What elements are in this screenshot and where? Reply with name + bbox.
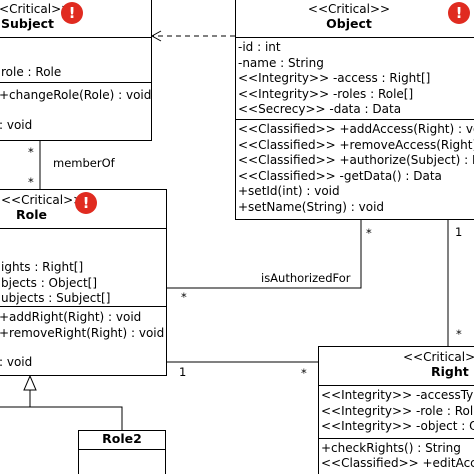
class-object-op-3: <<Classified>> -getData() : Data [238,168,442,183]
generalization-arrowhead [23,374,37,391]
object-right-mult-object: 1 [455,225,463,239]
class-role2-header: Role2 [79,431,165,450]
role-right-mult-role: 1 [179,365,187,379]
class-role[interactable]: <<Critical>> Role ! ights : Right[] bjec… [0,189,167,376]
class-subject-name: Subject [1,16,54,31]
critical-warning-icon: ! [75,192,97,214]
class-object-op-1: <<Classified>> +removeAccess(Right) : [238,137,474,152]
isauthorizedfor-mult-object: * [366,226,372,240]
class-object-attr-1: -name : String [238,55,324,70]
memberof-mult-bottom: * [28,175,34,189]
class-right-operations: +checkRights() : String <<Classified>> +… [319,439,474,474]
class-role2-name: Role2 [102,431,142,446]
memberof-label: memberOf [53,156,115,170]
class-object-operations: <<Classified>> +addAccess(Right) : vo <<… [236,120,474,218]
isauthorizedfor-label: isAuthorizedFor [261,271,351,285]
class-right-attr-0: <<Integrity>> -accessTy [321,388,474,402]
class-role-operations: +addRight(Right) : void +removeRight(Rig… [0,307,166,374]
class-role-attr-2: ubjects : Subject[] [1,291,111,305]
class-object-op-4: +setId(int) : void [238,184,340,198]
class-object-attributes: -id : int -name : String <<Integrity>> -… [236,38,474,120]
class-object-attr-2: <<Integrity>> -access : Right[] [238,71,431,85]
class-object-op-5: +setName(String) : void [238,199,385,214]
dependency-arrowhead [150,30,162,42]
class-right-attr-2: <<Integrity>> -object : Ob [321,419,474,433]
class-role-name: Role [16,207,47,222]
class-subject-operations: +changeRole(Role) : void : void [0,83,151,136]
class-object-attr-3: <<Integrity>> -roles : Role[] [238,86,414,101]
class-subject-attributes: role : Role [0,38,151,83]
class-role-op-1: +removeRight(Right) : void [0,325,165,340]
class-object-name: Object [326,16,372,31]
class-right-attributes: <<Integrity>> -accessTy <<Integrity>> -r… [319,386,474,439]
generalization-line [29,390,123,430]
critical-warning-icon: ! [448,2,470,24]
class-role-header: <<Critical>> Role ! [0,190,166,229]
class-role-stereotype: <<Critical>> [1,193,84,207]
class-object-attr-4: <<Secrecy>> -data : Data [238,102,402,116]
role-right-mult-right: * [301,366,307,380]
class-subject-attr-0: role : Role [1,65,62,79]
class-role-attributes: ights : Right[] bjects : Object[] ubject… [0,229,166,307]
class-subject-op-0: +changeRole(Role) : void [0,88,152,102]
object-right-mult-right: * [456,327,462,341]
isauthorizedfor-mult-role: * [181,290,187,304]
class-object[interactable]: <<Critical>> Object ! -id : int -name : … [235,0,474,220]
class-object-stereotype: <<Critical>> [307,2,391,16]
class-object-attr-0: -id : int [238,40,281,54]
class-role-attr-0: ights : Right[] [1,260,84,274]
class-role-op-0: +addRight(Right) : void [0,310,142,324]
class-object-header: <<Critical>> Object ! [236,0,474,38]
class-right-header: <<Critical>> Right [319,347,474,386]
class-right-op-1: <<Classified>> +editAcce [321,456,474,470]
memberof-mult-top: * [28,145,34,159]
isauthorizedfor-line [167,220,362,289]
class-right-op-0: +checkRights() : String [321,440,461,455]
class-right-attr-1: <<Integrity>> -role : Rol [321,403,474,418]
class-right[interactable]: <<Critical>> Right <<Integrity>> -access… [318,346,474,474]
critical-warning-icon: ! [61,2,83,24]
class-object-op-0: <<Classified>> +addAccess(Right) : vo [238,122,474,136]
class-subject-op-1: : void [0,117,33,132]
class-role-attr-1: bjects : Object[] [1,275,98,290]
class-object-op-2: <<Classified>> +authorize(Subject) : B [238,153,474,167]
class-subject-stereotype: <<Critical>> [0,2,72,16]
class-subject-header: <<Critical>> Subject ! [0,0,151,38]
class-subject[interactable]: <<Critical>> Subject ! role : Role +chan… [0,0,152,141]
class-role2[interactable]: Role2 [78,430,166,474]
class-role-op-2: : void [0,355,33,369]
class-right-stereotype: <<Critical>> [403,350,474,364]
class-right-name: Right [431,364,469,379]
